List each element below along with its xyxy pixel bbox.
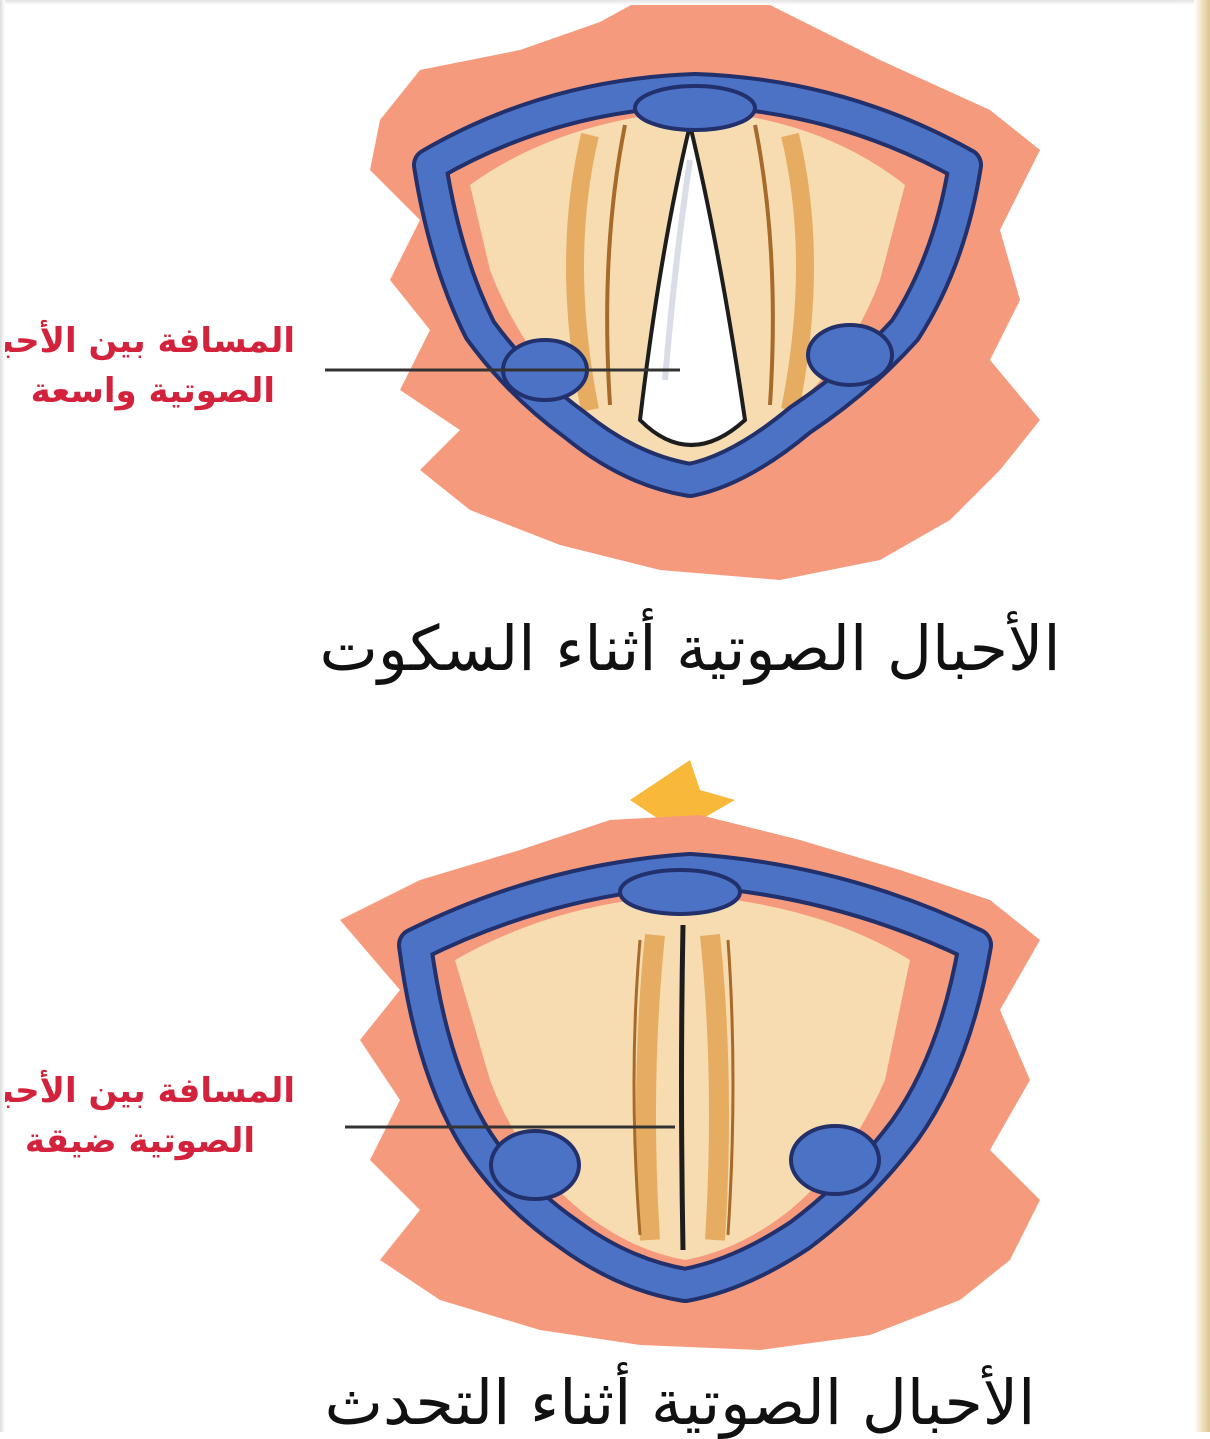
arytenoid-right-top xyxy=(808,325,892,385)
callout-label-narrow-line2: الصوتية ضيقة xyxy=(0,1116,255,1166)
paper-right-edge xyxy=(1194,0,1210,1432)
larynx-view-speaking xyxy=(340,760,1040,1350)
arytenoid-right-bottom xyxy=(791,1126,879,1194)
callout-label-wide-line2: الصوتية واسعة xyxy=(0,366,275,416)
vocal-fold-left-bottom xyxy=(646,935,655,1240)
epiglottis-cap-top xyxy=(635,86,755,130)
callout-label-wide: المسافة بين الأحبال الصوتية واسعة xyxy=(0,316,295,416)
glottis-closed xyxy=(682,925,684,1250)
caption-speaking: الأحبال الصوتية أثناء التحدث xyxy=(300,1366,1060,1439)
frame-left-edge xyxy=(0,0,5,1432)
arytenoid-left-bottom xyxy=(491,1131,579,1199)
caption-silent: الأحبال الصوتية أثناء السكوت xyxy=(300,612,1080,685)
larynx-view-silent xyxy=(325,0,1040,580)
vocal-fold-right-bottom xyxy=(710,935,719,1240)
frame-top-edge xyxy=(0,0,1210,5)
callout-label-narrow-line1: المسافة بين الأحبال xyxy=(0,1066,295,1116)
callout-label-wide-line1: المسافة بين الأحبال xyxy=(0,316,295,366)
callout-label-narrow: المسافة بين الأحبال الصوتية ضيقة xyxy=(0,1066,295,1166)
epiglottis-cap-bottom xyxy=(620,870,740,914)
